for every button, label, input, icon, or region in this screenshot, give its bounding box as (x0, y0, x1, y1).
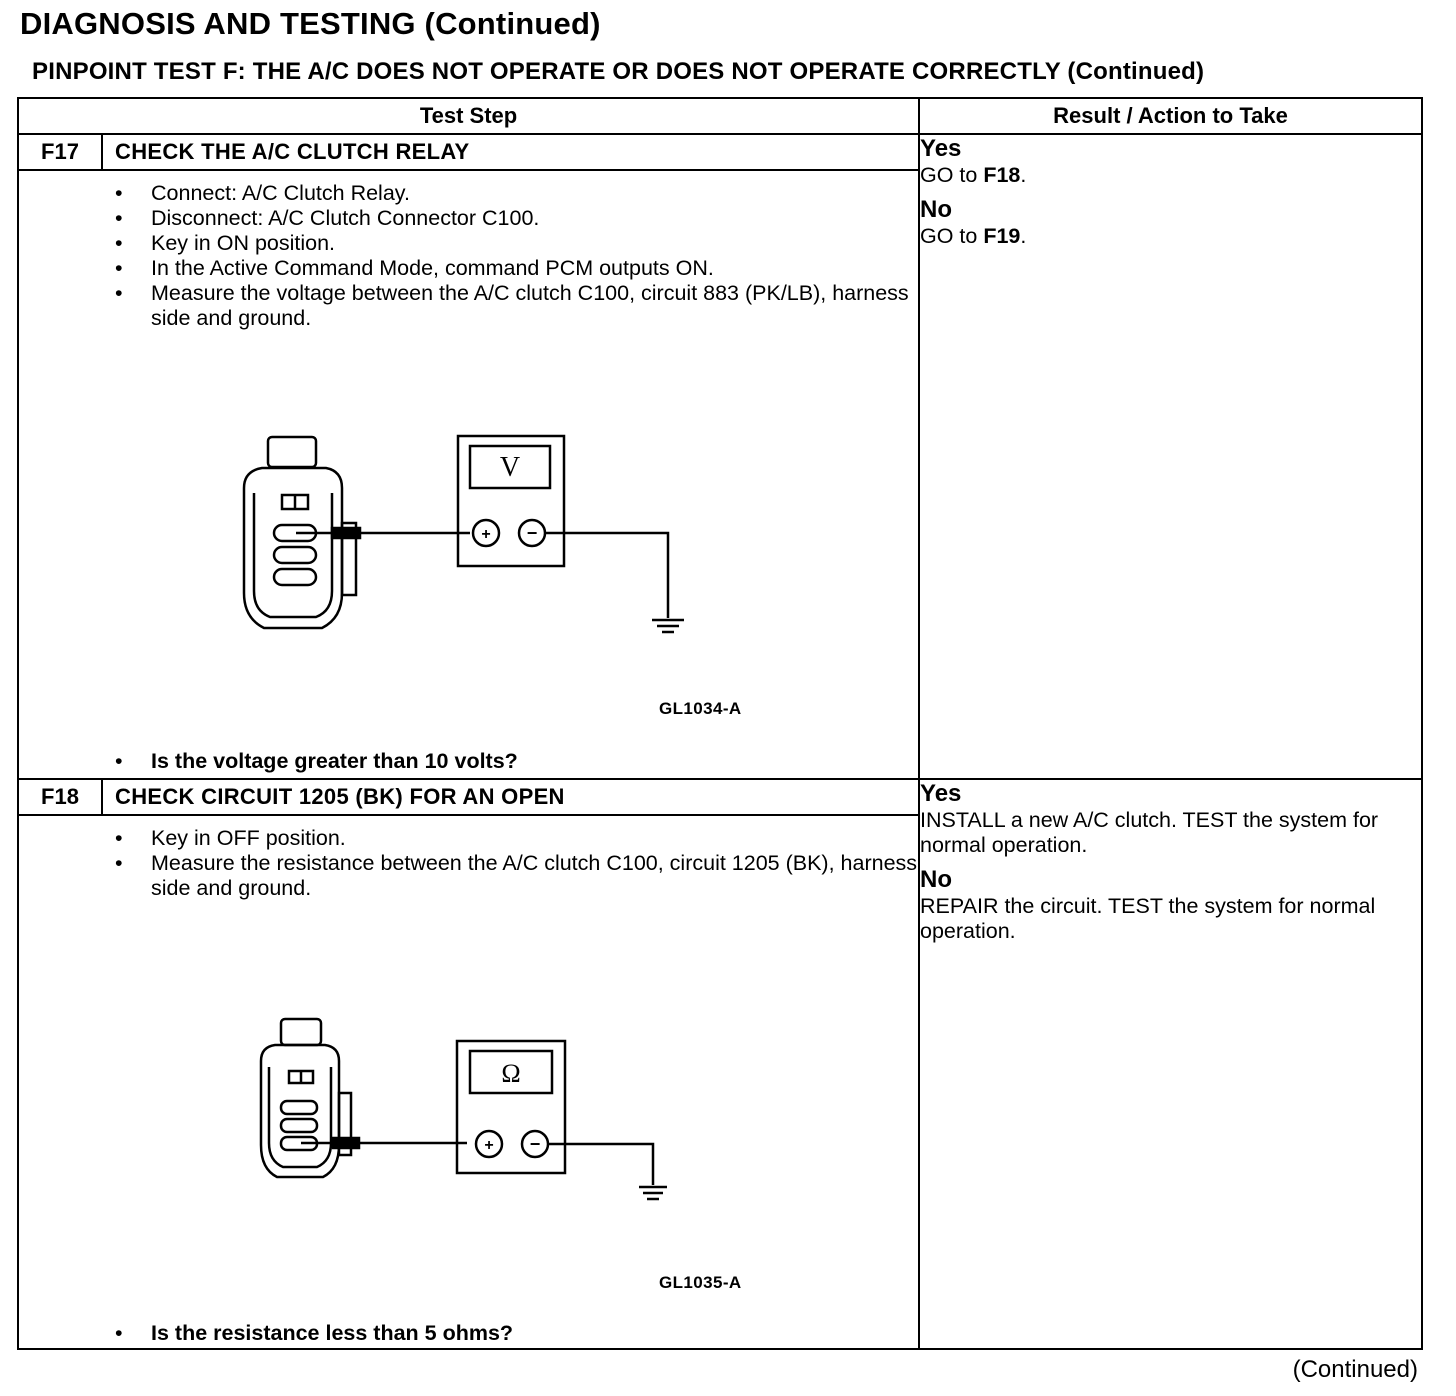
figure-code: GL1035-A (659, 1273, 742, 1292)
table-header-row: Test Step Result / Action to Take (16, 97, 1424, 135)
minus-terminal-icon: − (530, 1134, 541, 1154)
instruction-item: In the Active Command Mode, command PCM … (115, 256, 918, 281)
instruction-item: Measure the voltage between the A/C clut… (115, 281, 918, 331)
column-header-result: Result / Action to Take (918, 97, 1424, 135)
step-f18-header-row: F18 CHECK CIRCUIT 1205 (BK) FOR AN OPEN … (17, 778, 1424, 1350)
meter-symbol: Ω (501, 1059, 520, 1088)
ohmmeter-diagram: Ω + − (259, 1017, 667, 1201)
step-title: CHECK CIRCUIT 1205 (BK) FOR AN OPEN (100, 778, 921, 816)
step-question: Is the resistance less than 5 ohms? (115, 1321, 513, 1346)
minus-terminal-icon: − (527, 523, 538, 543)
step-f17-result: Yes GO to F18. No GO to F19. (918, 133, 1424, 780)
yes-action: GO to F18. (920, 163, 1027, 187)
goto-step-link: F19 (983, 224, 1021, 248)
instruction-item: Key in OFF position. (115, 826, 918, 851)
continued-footer: (Continued) (1292, 1356, 1418, 1383)
pinpoint-test-subtitle: PINPOINT TEST F: THE A/C DOES NOT OPERAT… (32, 58, 1205, 85)
step-f18-body: Key in OFF position. Measure the resista… (16, 814, 921, 1350)
yes-action: INSTALL a new A/C clutch. TEST the syste… (920, 808, 1379, 857)
plus-terminal-icon: + (481, 526, 490, 543)
step-question: Is the voltage greater than 10 volts? (115, 749, 518, 774)
step-instructions: Key in OFF position. Measure the resista… (19, 826, 918, 901)
step-f17-body-row: Connect: A/C Clutch Relay. Disconnect: A… (16, 169, 1422, 780)
step-instructions: Connect: A/C Clutch Relay. Disconnect: A… (19, 181, 918, 331)
figure-code: GL1034-A (659, 699, 742, 718)
yes-label: Yes (920, 780, 962, 807)
step-f17-header-row: F17 CHECK THE A/C CLUTCH RELAY Yes GO to… (17, 133, 1424, 780)
step-f18-result: Yes INSTALL a new A/C clutch. TEST the s… (918, 778, 1424, 1350)
step-f18-body-row: Key in OFF position. Measure the resista… (16, 814, 1422, 1350)
step-id: F18 (17, 778, 103, 816)
no-label: No (920, 866, 953, 893)
pinpoint-test-table: Test Step Result / Action to Take F17 CH… (16, 97, 1424, 1350)
yes-label: Yes (920, 135, 962, 162)
step-title: CHECK THE A/C CLUTCH RELAY (100, 133, 921, 171)
instruction-item: Connect: A/C Clutch Relay. (115, 181, 918, 206)
instruction-item: Key in ON position. (115, 231, 918, 256)
goto-step-link: F18 (983, 163, 1021, 187)
instruction-item: Measure the resistance between the A/C c… (115, 851, 918, 901)
voltmeter-diagram: V + − (242, 434, 684, 634)
instruction-item: Disconnect: A/C Clutch Connector C100. (115, 206, 918, 231)
no-action: GO to F19. (920, 224, 1027, 248)
step-f17-body: Connect: A/C Clutch Relay. Disconnect: A… (16, 169, 921, 780)
no-action: REPAIR the circuit. TEST the system for … (920, 894, 1376, 943)
plus-terminal-icon: + (484, 1137, 493, 1154)
meter-symbol: V (500, 452, 520, 483)
no-label: No (920, 196, 953, 223)
column-header-test-step: Test Step (16, 97, 921, 135)
step-id: F17 (17, 133, 103, 171)
page-title: DIAGNOSIS AND TESTING (Continued) (20, 6, 601, 41)
